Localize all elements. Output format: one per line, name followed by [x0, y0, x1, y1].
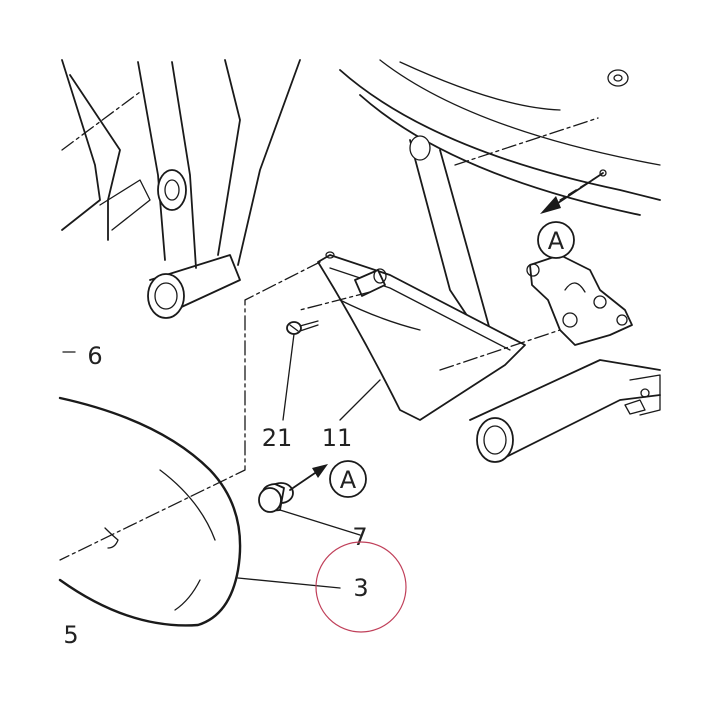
callout-3: 3 — [353, 574, 368, 602]
leader-lines — [62, 333, 381, 589]
mounting-bracket — [526, 254, 633, 346]
side-cover-part-11 — [317, 251, 526, 421]
exhaust-cover-part-3 — [58, 396, 242, 627]
callout-11: 11 — [322, 424, 353, 452]
reference-arrow-lower — [289, 464, 328, 491]
reference-mark-lower-label: A — [340, 466, 357, 494]
callout-21: 21 — [262, 424, 293, 452]
assembly-lines — [59, 91, 601, 561]
reference-mark-lower: A — [329, 460, 367, 498]
plug-part-7 — [258, 482, 294, 513]
reference-mark-upper: A — [537, 221, 575, 259]
reference-arrow-upper — [540, 169, 607, 214]
reference-mark-upper-label: A — [548, 227, 565, 255]
callout-5: 5 — [63, 621, 78, 649]
callout-7: 7 — [352, 523, 367, 551]
screw-part-21 — [286, 320, 319, 335]
callout-6: 6 — [87, 342, 102, 370]
highlight-circle — [315, 541, 407, 633]
